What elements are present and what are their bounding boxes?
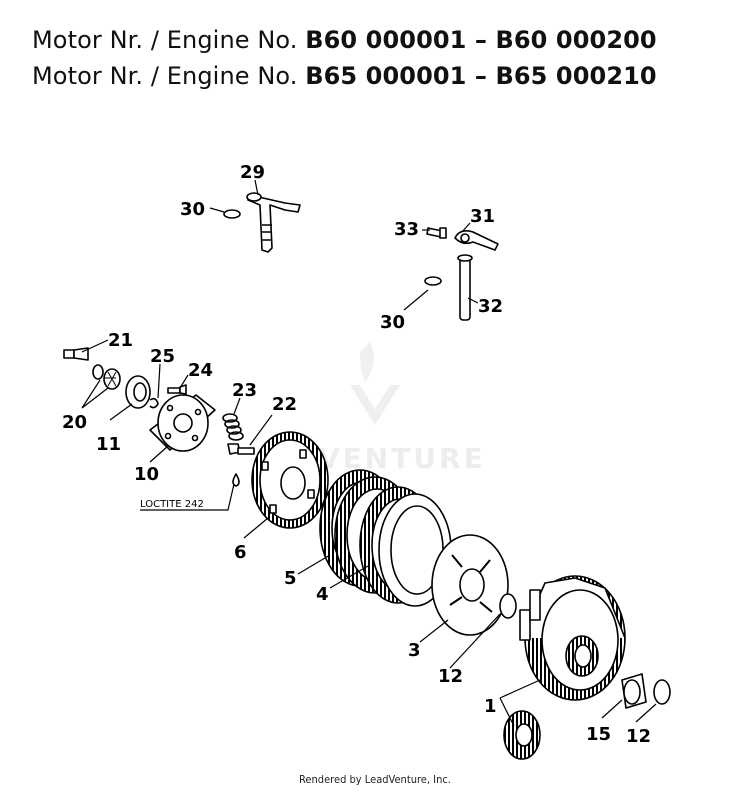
callout-30-lower: 30 [380, 312, 405, 333]
outer-basket-1 [519, 575, 626, 701]
engine-range-b65: B65 000001 – B65 000210 [305, 62, 657, 90]
damper-3 [431, 534, 509, 636]
loctite-note: LOCTITE 242 [140, 499, 204, 510]
callout-3: 3 [408, 640, 421, 661]
callout-12-lower: 12 [626, 726, 651, 747]
watermark-text: VENTURE [318, 442, 486, 475]
callout-24: 24 [188, 360, 213, 381]
shift-lever-29 [246, 192, 301, 253]
callout-5: 5 [284, 568, 297, 589]
callout-21: 21 [108, 330, 133, 351]
pressure-plate-10 [149, 394, 216, 452]
primary-gear-1 [503, 710, 541, 760]
callout-6: 6 [234, 542, 247, 563]
washer-12-upper [499, 593, 517, 619]
o-ring-30-lower [424, 276, 442, 286]
callout-1: 1 [484, 696, 497, 717]
bolt-33 [426, 227, 447, 239]
callout-33: 33 [394, 219, 419, 240]
bolt-22 [227, 443, 255, 455]
callout-12-upper: 12 [438, 666, 463, 687]
inner-hub-6 [251, 431, 329, 529]
washer-12-lower [653, 679, 671, 705]
engine-range-b60: B60 000001 – B60 000200 [305, 26, 657, 54]
circlip-25 [149, 397, 159, 409]
bolt-21 [63, 347, 89, 361]
spring-23 [222, 413, 244, 441]
callout-23: 23 [232, 380, 257, 401]
footer-credit: Rendered by LeadVenture, Inc. [299, 773, 451, 786]
leader-lines [81, 179, 657, 727]
loctite-drop [232, 473, 240, 487]
callout-30-upper: 30 [180, 199, 205, 220]
engine-range-line-1: Motor Nr. / Engine No. B60 000001 – B60 … [32, 26, 657, 54]
callout-29: 29 [240, 162, 265, 183]
callout-4: 4 [316, 584, 329, 605]
watermark-logo: VENTURE [318, 338, 486, 475]
callout-11: 11 [96, 434, 121, 455]
bushing-15 [621, 673, 647, 709]
pressure-cap-11 [125, 375, 151, 409]
callout-25: 25 [150, 346, 175, 367]
o-ring-30-upper [223, 209, 241, 219]
lever-31 [454, 230, 499, 251]
callout-10: 10 [134, 464, 159, 485]
callout-22: 22 [272, 394, 297, 415]
callout-15: 15 [586, 724, 611, 745]
callout-20: 20 [62, 412, 87, 433]
engine-range-line-2: Motor Nr. / Engine No. B65 000001 – B65 … [32, 62, 657, 90]
callout-32: 32 [478, 296, 503, 317]
bearing-20 [92, 364, 121, 390]
shaft-32 [457, 254, 473, 321]
callout-31: 31 [470, 206, 495, 227]
screw-24 [167, 384, 187, 395]
